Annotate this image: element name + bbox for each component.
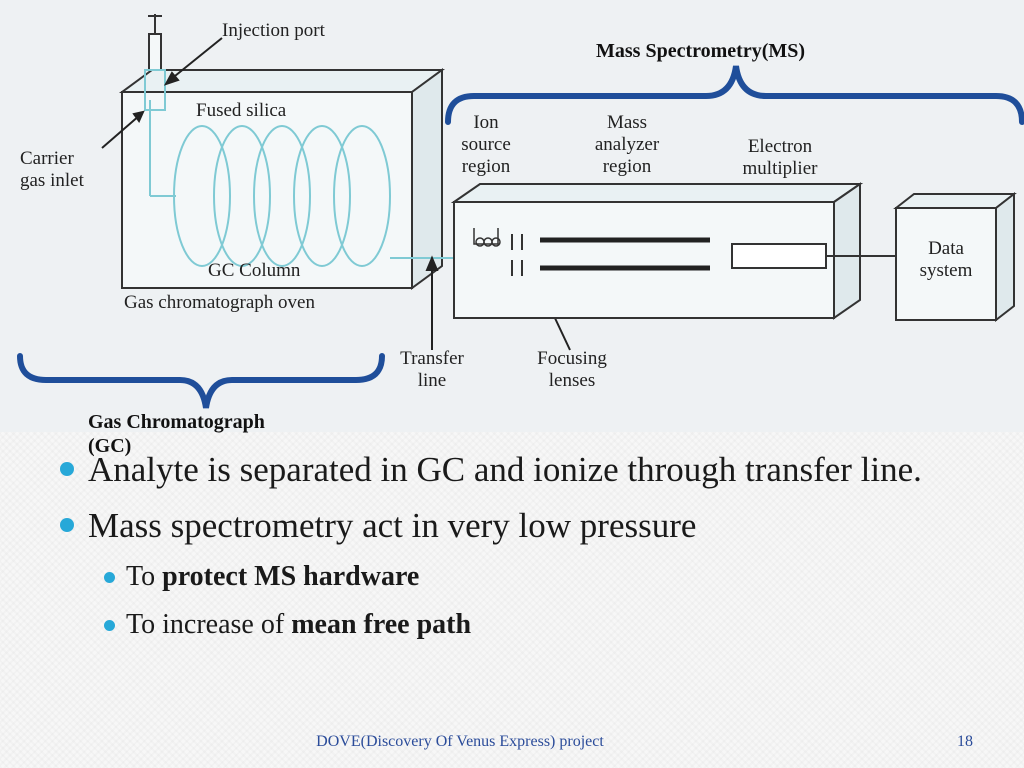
label-mass-analyzer-region: Mass analyzer region [594, 112, 660, 177]
sub-bullet-item: To protect MS hardware [58, 560, 958, 594]
electron-multiplier [731, 243, 827, 269]
label-injection-port: Injection port [222, 20, 325, 41]
bullet-item: Mass spectrometry act in very low pressu… [58, 504, 958, 548]
label-ion-source-region: Ion source region [461, 112, 511, 177]
injection-port [144, 14, 166, 111]
bullet-dot-icon [60, 462, 74, 476]
gcms-diagram [17, 14, 1024, 409]
label-gc-column: GC Column [208, 260, 301, 281]
label-focusing-lenses: Focusing lenses [537, 348, 607, 391]
bullet-dot-icon [60, 518, 74, 532]
label-fused-silica: Fused silica [196, 100, 287, 121]
bullet-text: Analyte is separated in GC and ionize th… [88, 450, 922, 489]
gc-oven [118, 68, 446, 290]
label-data-system: Data system [919, 238, 973, 281]
data-system-box [893, 191, 1017, 323]
label-oven: Gas chromatograph oven [124, 292, 315, 313]
gc-title: Gas Chromatograph (GC) [88, 411, 265, 457]
label-transfer-line: Transfer line [400, 348, 464, 391]
label-electron-multiplier: Electron multiplier [742, 136, 818, 179]
ms-title: Mass Spectrometry(MS) [596, 40, 806, 62]
page-number: 18 [957, 733, 973, 750]
focusing-lenses [511, 234, 523, 276]
sub-bullet-bold: protect MS hardware [162, 561, 420, 592]
content-background [0, 432, 1024, 768]
sub-bullet-item: To increase of mean free path [58, 608, 958, 642]
sub-bullet-prefix: To [126, 561, 163, 592]
sub-bullet-dot-icon [104, 620, 115, 631]
bullet-text: Mass spectrometry act in very low pressu… [88, 506, 697, 545]
ion-source [473, 228, 501, 247]
bullet-list: Analyte is separated in GC and ionize th… [58, 448, 958, 656]
sub-bullet-dot-icon [104, 572, 115, 583]
gc-column-coils [149, 100, 470, 267]
mass-analyzer-rods [540, 237, 710, 271]
sub-bullet-bold: mean free path [291, 609, 472, 640]
gc-bracket [17, 353, 385, 409]
sub-bullet-prefix: To increase of [126, 609, 292, 640]
bullet-item: Analyte is separated in GC and ionize th… [58, 448, 958, 492]
ms-bracket [445, 65, 1024, 125]
label-carrier-gas-inlet: Carrier gas inlet [20, 148, 84, 191]
footer-text: DOVE(Discovery Of Venus Express) project [316, 733, 604, 750]
